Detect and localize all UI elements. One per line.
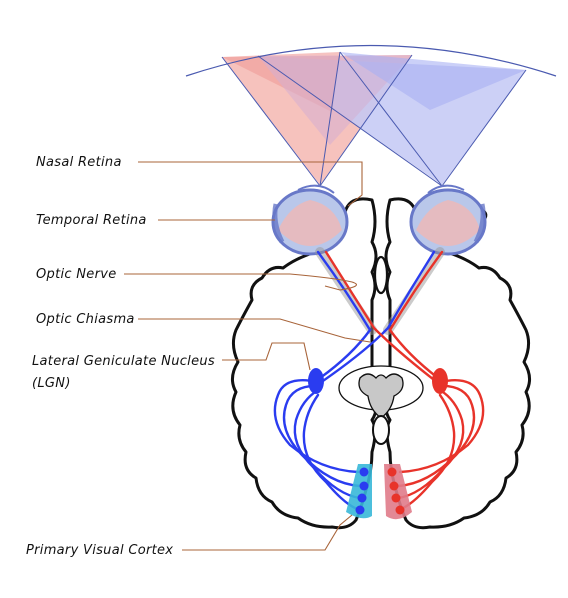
visual-field-arc bbox=[185, 44, 557, 77]
midbrain bbox=[358, 373, 404, 419]
label-lgn-line2: (LGN) bbox=[32, 376, 71, 391]
leader-optic-chiasma bbox=[138, 318, 371, 343]
right-visual-cortex bbox=[384, 464, 412, 520]
label-lgn-line1: Lateral Geniculate Nucleus bbox=[32, 354, 215, 369]
label-temporal-retina: Temporal Retina bbox=[36, 213, 147, 228]
label-nasal-retina: Nasal Retina bbox=[36, 155, 122, 170]
right-visual-pathway bbox=[324, 250, 485, 512]
leader-optic-nerve bbox=[124, 273, 357, 291]
label-optic-chiasma: Optic Chiasma bbox=[36, 312, 135, 327]
label-optic-nerve: Optic Nerve bbox=[36, 267, 117, 282]
right-eye bbox=[409, 184, 487, 256]
brain-outline bbox=[231, 197, 531, 530]
left-visual-cortex bbox=[346, 464, 372, 519]
leader-lines bbox=[124, 161, 371, 551]
field-region-upper-right bbox=[340, 52, 526, 110]
visual-field bbox=[185, 44, 557, 187]
label-primary-visual-cortex: Primary Visual Cortex bbox=[26, 543, 173, 558]
leader-nasal-retina bbox=[138, 161, 363, 207]
leader-lgn bbox=[222, 342, 311, 371]
left-lgn bbox=[308, 368, 324, 394]
field-region-upper-center bbox=[258, 55, 412, 145]
midline-structures bbox=[338, 255, 424, 445]
left-eye bbox=[271, 184, 349, 256]
leader-primary-visual-cortex bbox=[182, 514, 353, 551]
left-visual-pathway bbox=[273, 250, 436, 512]
right-lgn bbox=[432, 368, 448, 394]
labels: Nasal Retina Temporal Retina Optic Nerve… bbox=[26, 155, 215, 558]
